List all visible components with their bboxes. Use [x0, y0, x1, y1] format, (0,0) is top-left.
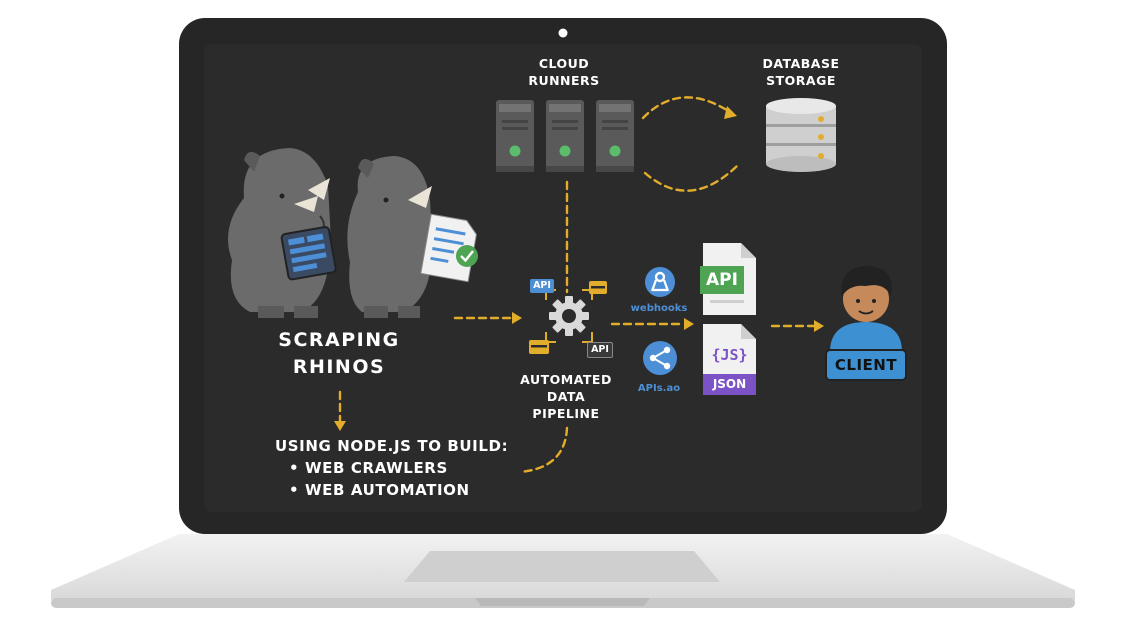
- database-storage-line-1: DATABASE: [762, 56, 840, 71]
- webcam-icon: [558, 28, 568, 38]
- database-storage-label: DATABASE STORAGE: [751, 56, 851, 90]
- database-storage-line-2: STORAGE: [766, 72, 836, 88]
- json-file-icon: [703, 324, 756, 395]
- json-file-icon-text: {JS}: [711, 346, 748, 364]
- pipeline-line-1: AUTOMATED: [520, 372, 612, 387]
- scraping-rhinos-line-1: SCRAPING: [278, 329, 400, 351]
- build-item-crawlers: • WEB CRAWLERS: [289, 458, 448, 477]
- arrow-heads: [334, 106, 824, 431]
- pipeline-line-2: DATA: [546, 388, 586, 404]
- client-avatar-icon: [825, 266, 907, 381]
- rhino-tablet-icon: [228, 148, 337, 318]
- flow-arrows: [338, 96, 816, 474]
- laptop-trackpad: [404, 551, 720, 582]
- pipeline-label: AUTOMATED DATA PIPELINE: [511, 372, 621, 423]
- scraping-rhinos-line-2: RHINOS: [292, 355, 386, 378]
- share-icon: [643, 341, 677, 375]
- pipeline-stripe-icon: [529, 281, 607, 354]
- server-icon: [496, 100, 534, 172]
- api-badge-bottom: API: [587, 342, 613, 358]
- api-file-icon: [700, 243, 756, 315]
- client-label: CLIENT: [834, 356, 898, 374]
- rhino-document-icon: [347, 156, 478, 318]
- server-icon: [596, 100, 634, 172]
- server-icon: [546, 100, 584, 172]
- database-icon: [766, 98, 836, 172]
- api-file-label: API: [706, 270, 738, 290]
- apis-ao-label: APIs.ao: [637, 383, 681, 394]
- build-list: USING NODE.JS TO BUILD: • WEB CRAWLERS •…: [275, 436, 508, 501]
- webhooks-label: webhooks: [630, 303, 688, 314]
- cloud-runners-line-2: RUNNERS: [528, 72, 600, 88]
- cloud-runners-label: CLOUD RUNNERS: [519, 56, 609, 90]
- build-item-automation: • WEB AUTOMATION: [289, 480, 470, 499]
- scraping-rhinos-title: SCRAPING RHINOS: [258, 327, 420, 380]
- webhook-icon: [645, 267, 675, 297]
- pipeline-line-3: PIPELINE: [532, 405, 600, 421]
- cloud-runners-line-1: CLOUD: [538, 56, 590, 71]
- build-heading: USING NODE.JS TO BUILD:: [275, 437, 509, 455]
- gear-icon: [545, 289, 593, 343]
- json-file-label: JSON: [712, 377, 747, 391]
- api-badge-top: API: [530, 279, 554, 293]
